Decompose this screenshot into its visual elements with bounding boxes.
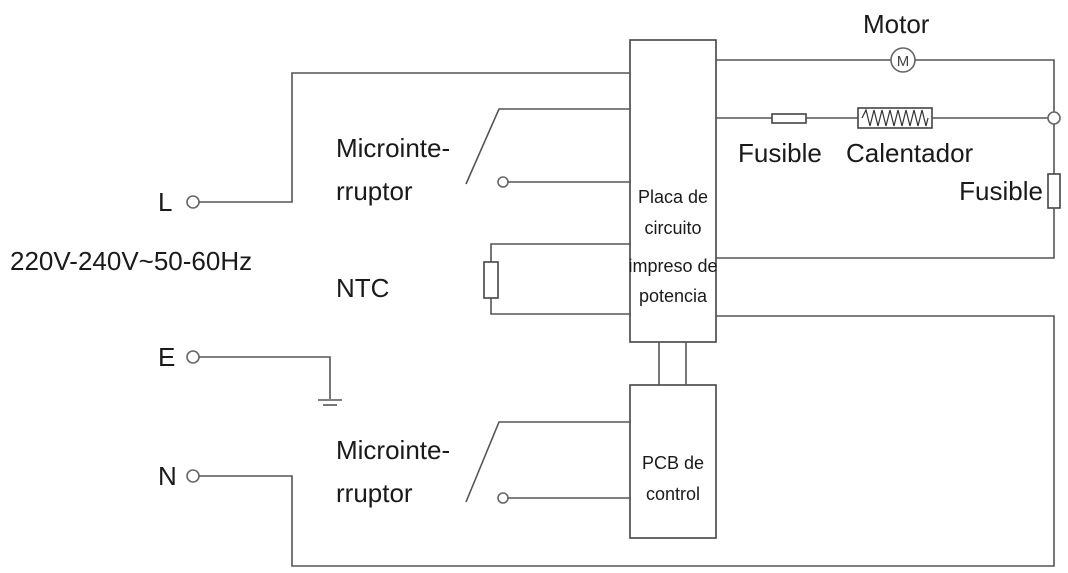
fuse-top-symbol (771, 113, 807, 124)
terminal-e-label: E (158, 342, 175, 372)
terminal-l (186, 195, 200, 209)
microswitch-top-wire (465, 108, 630, 185)
ntc-resistor (483, 261, 499, 299)
terminal-n-label: N (158, 461, 177, 491)
microswitch-bottom-contact (497, 492, 509, 504)
power-pcb-block (629, 39, 717, 343)
control-pcb-label-line1: PCB de (642, 453, 704, 473)
terminal-l-label: L (158, 187, 172, 217)
terminal-e (186, 350, 200, 364)
fuse-right-label: Fusible (959, 176, 1043, 206)
voltage-label: 220V-240V~50-60Hz (10, 246, 252, 276)
terminal-n (186, 469, 200, 483)
microswitch-bottom-label-line2: rruptor (336, 478, 413, 508)
fuse-right-symbol (1047, 173, 1061, 209)
heater-junction (1047, 111, 1061, 125)
power-pcb-label-line2: circuito (644, 218, 701, 238)
heater-label: Calentador (846, 138, 974, 168)
control-pcb-label-line2: control (646, 484, 700, 504)
power-pcb-label-line1: Placa de (638, 187, 708, 207)
fuse-top-label: Fusible (738, 138, 822, 168)
microswitch-bottom-label-line1: Microinte- (336, 435, 450, 465)
neutral-wire (199, 315, 1055, 567)
microswitch-bottom-wire (465, 421, 630, 503)
microswitch-top-contact (497, 176, 509, 188)
microswitch-top-label-line1: Microinte- (336, 133, 450, 163)
control-pcb-block (629, 384, 717, 539)
right-fuse-wire-bottom (716, 208, 1055, 259)
ntc-wire-bottom (490, 298, 630, 315)
microswitch-top-label-line2: rruptor (336, 176, 413, 206)
line-l-wire (199, 72, 630, 203)
power-pcb-label-line3: impreso de (628, 256, 717, 276)
motor-label: Motor (863, 9, 930, 39)
heater-symbol (857, 107, 933, 129)
motor-wire-right (915, 59, 1055, 112)
ntc-label: NTC (336, 273, 389, 303)
earth-wire (199, 356, 331, 399)
ntc-wire-top (490, 243, 630, 262)
motor-symbol-letter: M (897, 53, 910, 70)
power-pcb-label-line4: potencia (639, 286, 708, 306)
heater-coil (861, 108, 929, 127)
